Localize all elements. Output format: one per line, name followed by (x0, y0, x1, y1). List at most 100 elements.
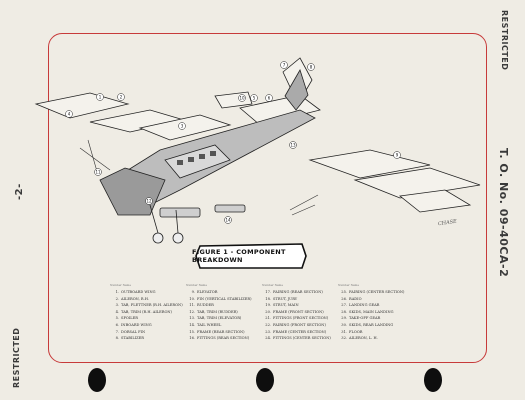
legend-item: 16.FITTINGS (REAR SECTION) (186, 336, 262, 340)
legend-item: 3.TAB, FLETTNER (R.H. AILERON) (110, 303, 186, 307)
svg-text:1: 1 (99, 95, 102, 100)
legend-item-number: 28. (341, 309, 347, 314)
legend-item-label: FITTINGS (CENTER SECTION) (273, 336, 331, 341)
rear-skid (214, 204, 246, 213)
legend-item-label: DORSAL FIN (121, 329, 146, 334)
legend-item: 29.TAKE-OFF GEAR (338, 316, 428, 320)
legend-column: 25.FAIRING (CENTER SECTION) 26.RADIO 27.LA… (338, 290, 428, 340)
legend-item: 24.FITTINGS (CENTER SECTION) (262, 336, 338, 340)
legend-item-number: 16. (189, 336, 195, 341)
legend-item: 21.FITTINGS (FRONT SECTION) (262, 316, 338, 320)
svg-text:5: 5 (253, 96, 256, 101)
main-skid (159, 207, 201, 218)
svg-text:8: 8 (310, 65, 313, 70)
legend-item: 13.TAB, TRIM (ELEVATOR) (186, 316, 262, 320)
svg-text:7: 7 (283, 63, 286, 68)
outboard-wing-rh (34, 92, 130, 119)
legend-item-number: 15. (189, 329, 195, 334)
legend-item-label: FLOOR (349, 329, 363, 334)
legend-item-number: 18. (265, 296, 271, 301)
legend-item-label: FAIRING (REAR SECTION) (273, 290, 323, 294)
legend-item-number: 7. (115, 329, 119, 334)
svg-text:4: 4 (68, 112, 71, 117)
legend-item-label: SKIDS, MAIN LANDING (349, 309, 394, 314)
legend-item-number: 21. (265, 316, 271, 321)
binder-hole-center (256, 368, 274, 392)
legend-item-label: FAIRING (FRONT SECTION) (273, 322, 326, 327)
legend-item-number: 27. (341, 303, 347, 308)
binder-hole-left (88, 368, 106, 392)
legend-item-number: 3. (115, 303, 119, 308)
legend-item-label: TAKE-OFF GEAR (349, 316, 381, 321)
legend-item-number: 29. (341, 316, 347, 321)
legend-item: 7.DORSAL FIN (110, 330, 186, 334)
legend-item: 5.SPOILER (110, 316, 186, 320)
legend-item-number: 22. (265, 322, 271, 327)
legend-item-number: 14. (189, 322, 195, 327)
legend-item: 14.TAIL WHEEL (186, 323, 262, 327)
legend-item: 18.STRUT, JURY (262, 297, 338, 301)
legend-item: 25.FAIRING (CENTER SECTION) (338, 290, 428, 294)
legend-item-label: SKIDS, REAR LANDING (349, 322, 394, 327)
legend-item: 17.FAIRING (REAR SECTION) (262, 290, 338, 294)
legend-item-label: AILERON, R.H. (121, 296, 150, 301)
legend-item-label: TAB, TRIM (R.H. AILERON) (121, 309, 172, 314)
legend-item: 20.FRAME (FRONT SECTION) (262, 310, 338, 314)
legend-item-label: AILERON, L. H. (349, 336, 378, 341)
legend-item-label: RUDDER (197, 303, 214, 308)
legend-item-label: FITTINGS (FRONT SECTION) (273, 316, 329, 321)
legend-item-number: 20. (265, 309, 271, 314)
legend-item-label: STRUT, MAIN (273, 303, 299, 308)
legend-item-number: 9. (191, 290, 195, 294)
legend-item-number: 19. (265, 303, 271, 308)
legend-item: 26.RADIO (338, 297, 428, 301)
legend-item-label: FRAME (FRONT SECTION) (273, 309, 324, 314)
legend-item: 30.SKIDS, REAR LANDING (338, 323, 428, 327)
legend-item: 1.OUTBOARD WING (110, 290, 186, 294)
legend-item-label: FITTINGS (REAR SECTION) (197, 336, 250, 341)
legend-item-label: TAIL WHEEL (197, 322, 222, 327)
legend-item: 6.INBOARD WING (110, 323, 186, 327)
legend-item-number: 1. (115, 290, 119, 294)
legend-item-number: 4. (115, 309, 119, 314)
legend-item: 8.STABILIZER (110, 336, 186, 340)
legend-item: 31.FLOOR (338, 330, 428, 334)
legend-item-label: TAB, TRIM (RUDDER) (197, 309, 238, 314)
svg-text:3: 3 (181, 124, 184, 129)
legend-column-header: Number Name (110, 283, 131, 287)
legend-item-number: 26. (341, 296, 347, 301)
legend-item: 4.TAB, TRIM (R.H. AILERON) (110, 310, 186, 314)
legend-column-header: Number Name (338, 283, 359, 287)
legend-item-number: 24. (265, 336, 271, 341)
cockpit-windows (177, 151, 216, 165)
legend-item-number: 12. (189, 309, 195, 314)
figure-title: FIGURE 1 - COMPONENT BREAKDOWN (192, 248, 286, 264)
legend-item-number: 23. (265, 329, 271, 334)
legend-item: 19.STRUT, MAIN (262, 303, 338, 307)
legend-column-header: Number Name (262, 283, 283, 287)
legend-item-label: FRAME (REAR SECTION) (197, 329, 245, 334)
legend-item-label: SPOILER (121, 316, 138, 321)
legend-item: 22.FAIRING (FRONT SECTION) (262, 323, 338, 327)
legend-item-label: TAB, FLETTNER (R.H. AILERON) (121, 303, 183, 308)
legend-item-label: OUTBOARD WING (121, 290, 156, 294)
legend-item: 27.LANDING GEAR (338, 303, 428, 307)
figure-border (48, 33, 487, 363)
legend-item-number: 30. (341, 322, 347, 327)
aileron-lh (399, 189, 472, 213)
legend-column: 1.OUTBOARD WING 2.AILERON, R.H. 3.TAB, FLE… (110, 290, 186, 340)
legend-item: 10.FIN (VERTICAL STABILIZER) (186, 297, 262, 301)
legend-item-number: 25. (341, 290, 347, 294)
legend-item-label: FRAME (CENTER SECTION) (273, 329, 327, 334)
svg-text:2: 2 (120, 95, 123, 100)
legend-item-number: 11. (189, 303, 195, 308)
legend-item-label: STABILIZER (121, 336, 144, 341)
legend-item: 2.AILERON, R.H. (110, 297, 186, 301)
legend-item: 12.TAB, TRIM (RUDDER) (186, 310, 262, 314)
outboard-wing-lh (353, 167, 481, 199)
